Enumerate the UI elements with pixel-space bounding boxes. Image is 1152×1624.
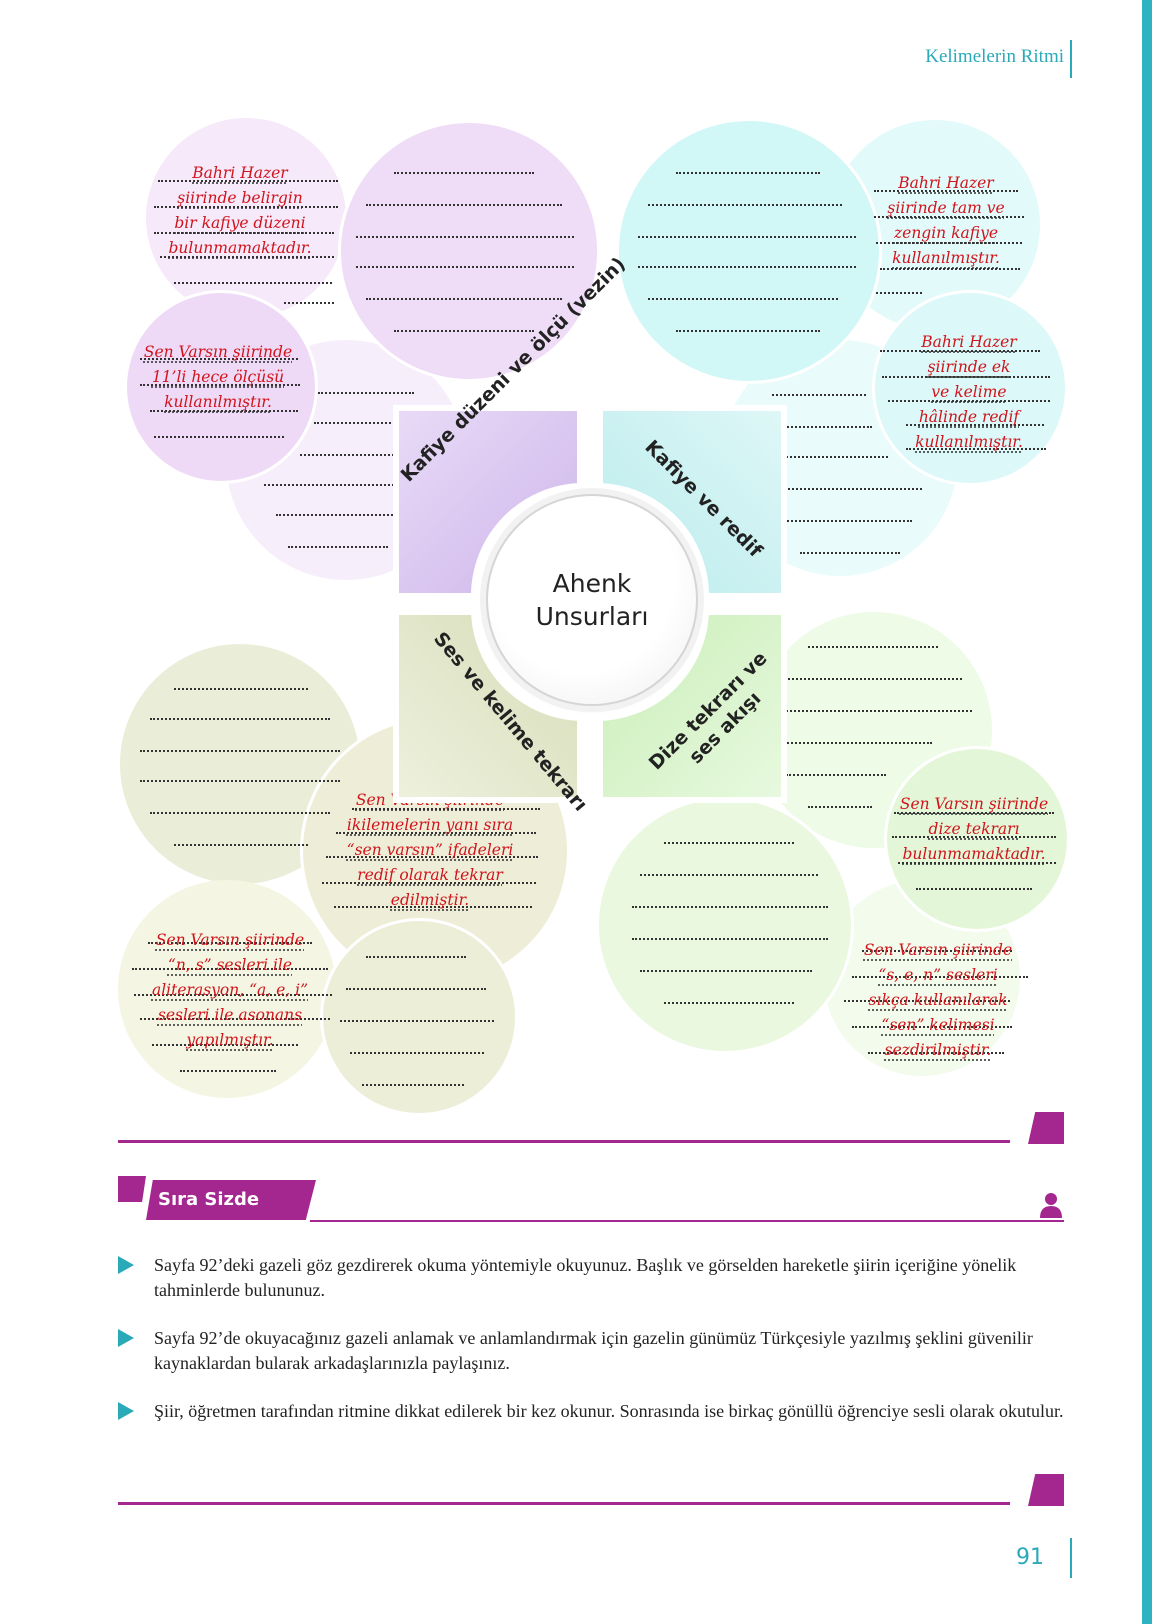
sira-sizde-rule [310,1220,1064,1222]
bubble-tr-d [872,290,1068,486]
bubble-bl-c [118,880,336,1098]
header-rule [1070,40,1072,78]
page-number-rule [1070,1538,1072,1578]
divider-bottom [118,1502,1010,1505]
bubble-tr-b [616,118,882,384]
center-line-1: Ahenk [552,569,632,598]
person-icon [1040,1193,1062,1218]
bubble-tl-d [124,290,318,484]
bubble-bl-d [320,918,518,1116]
bubble-br-b [596,796,854,1054]
quadrant-bottom-right [597,609,787,803]
running-header: Kelimelerin Ritmi [925,46,1064,67]
divider-bottom-tab [1028,1474,1064,1506]
quadrant-top-right [597,405,787,599]
quadrant-bottom-left [393,609,583,803]
center-circle: Ahenk Unsurları [486,494,698,706]
center-line-2: Unsurları [535,602,649,631]
list-item: Sayfa 92’de okuyacağınız gazeli anlamak … [118,1326,1064,1376]
page-number: 91 [1016,1545,1044,1570]
sira-sizde-tab [118,1176,146,1202]
list-item: Şiir, öğretmen tarafından ritmine dikkat… [118,1399,1064,1424]
answer-bl-2: Sen Varsın şiirinde“n, s” sesleri ile al… [151,931,308,1049]
bubble-br-d [884,746,1070,932]
divider-top-tab [1028,1112,1064,1144]
page-edge-bar [1142,0,1152,1624]
answer-bl-1: Sen Varsın şiirindeikilemelerin yanı sır… [346,791,514,909]
divider-top [118,1140,1010,1143]
bubble-tl-b [338,120,600,382]
quadrant-top-left [393,404,583,599]
triangle-right-icon [118,1402,134,1420]
bubble-tl-a [146,118,346,318]
triangle-right-icon [118,1329,134,1347]
list-item: Sayfa 92’deki gazeli göz gezdirerek okum… [118,1253,1064,1303]
triangle-right-icon [118,1256,134,1274]
sira-sizde-title: Sıra Sizde [146,1180,316,1220]
answer-br-2: Sen Varsın şiirinde“s, e, n” sesleri sık… [863,941,1013,1059]
